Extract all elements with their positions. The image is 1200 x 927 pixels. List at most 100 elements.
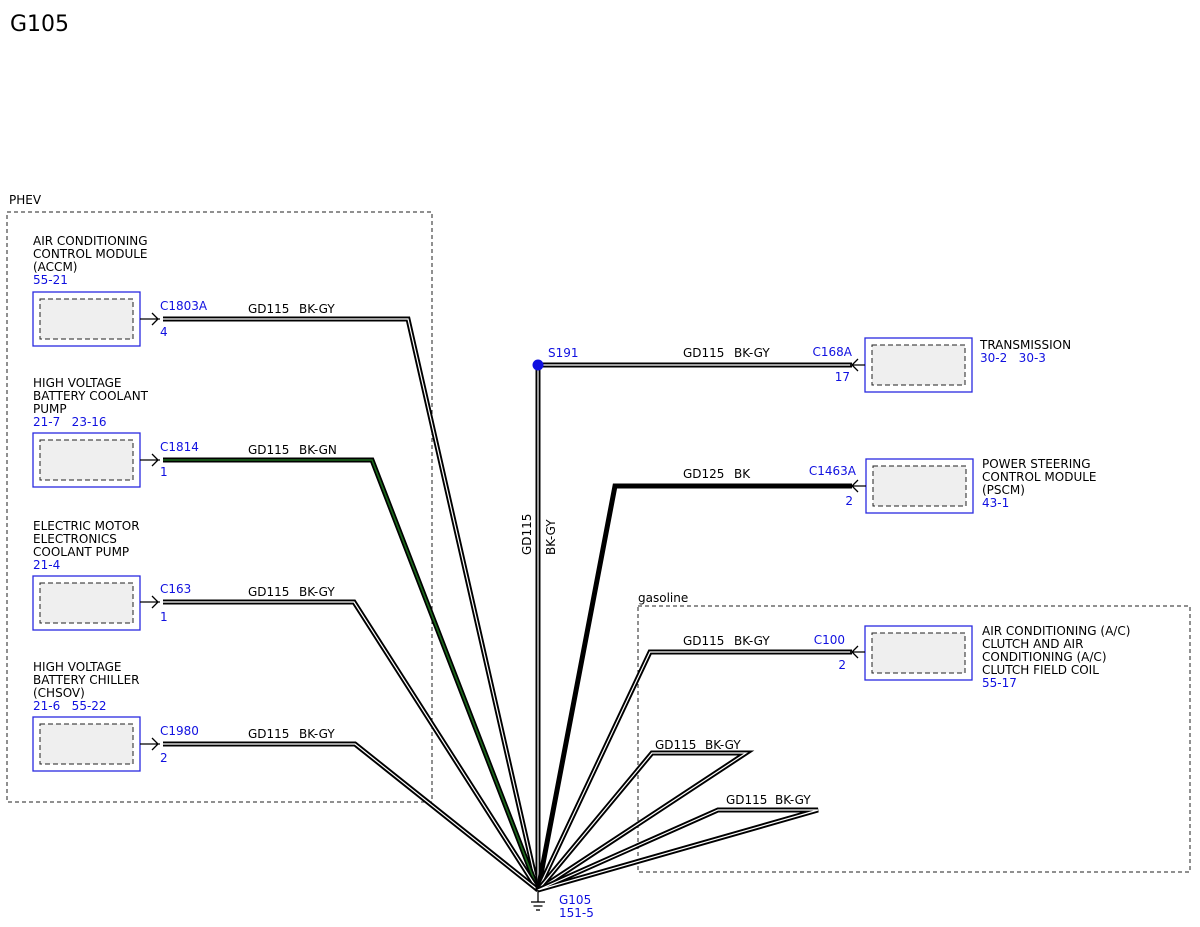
pin-number: 2 <box>838 658 846 672</box>
component-refs[interactable]: 21-6 55-22 <box>33 699 107 713</box>
component-name-line: COOLANT PUMP <box>33 545 129 559</box>
ground-icon <box>531 890 545 911</box>
left-component-2[interactable]: ELECTRIC MOTOR ELECTRONICS COOLANT PUMP … <box>32 519 335 631</box>
wire-circuit-label: GD115 <box>248 727 289 741</box>
component-refs[interactable]: 30-2 30-3 <box>980 351 1046 365</box>
component-refs[interactable]: 55-21 <box>33 273 68 287</box>
connector-pin-arrow <box>140 312 160 326</box>
zone-phev: PHEV <box>6 193 433 803</box>
wire-color-label: BK-GY <box>734 634 770 648</box>
wire-color-label: BK-GY <box>775 793 811 807</box>
connector-label[interactable]: C1980 <box>160 724 199 738</box>
right-component-0[interactable]: TRANSMISSION 30-2 30-3 C168A 17 GD115 BK… <box>683 337 1071 393</box>
wire-color-label: BK-GY <box>299 585 335 599</box>
wire-circuit-label: GD125 <box>683 467 724 481</box>
component-name-line: ELECTRONICS <box>33 532 117 546</box>
wire-circuit-label: GD115 <box>248 302 289 316</box>
pin-number: 1 <box>160 465 168 479</box>
zone-phev-border <box>6 211 433 803</box>
component-box-inner <box>872 465 967 507</box>
wire-ac-clutch <box>535 649 852 892</box>
splice-dot[interactable] <box>532 359 544 371</box>
ground-ref[interactable]: 151-5 <box>559 906 594 920</box>
component-refs[interactable]: 21-4 <box>33 558 60 572</box>
open-wire-0: GD115 BK-GY <box>655 738 741 752</box>
connector-label[interactable]: C100 <box>814 633 845 647</box>
splice-label[interactable]: S191 <box>548 346 579 360</box>
connector-label[interactable]: C1803A <box>160 299 208 313</box>
component-name-line: TRANSMISSION <box>979 338 1071 352</box>
connector-pin-arrow <box>140 453 160 467</box>
splice-vertical-color-label: BK-GY <box>544 519 558 555</box>
component-name-line: CONTROL MODULE <box>982 470 1097 484</box>
wire-circuit-label: GD115 <box>655 738 696 752</box>
connector-label[interactable]: C1814 <box>160 440 199 454</box>
ground-label[interactable]: G105 <box>559 893 591 907</box>
component-box-inner <box>871 344 966 386</box>
component-name-line: HIGH VOLTAGE <box>33 660 121 674</box>
wire-color-label: BK-GY <box>705 738 741 752</box>
wire-circuit-label: GD115 <box>248 443 289 457</box>
component-refs[interactable]: 43-1 <box>982 496 1009 510</box>
wire-color-label: BK <box>734 467 751 481</box>
wire-color-label: BK-GY <box>734 346 770 360</box>
connector-label[interactable]: C163 <box>160 582 191 596</box>
component-name-line: AIR CONDITIONING (A/C) <box>982 624 1130 638</box>
right-component-2[interactable]: AIR CONDITIONING (A/C) CLUTCH AND AIR CO… <box>683 624 1130 690</box>
wire-open-branch-2 <box>536 807 819 893</box>
component-box-inner <box>39 439 134 481</box>
wire-color-label: BK-GY <box>299 302 335 316</box>
zone-gasoline-border <box>637 605 1191 873</box>
left-component-3[interactable]: HIGH VOLTAGE BATTERY CHILLER (CHSOV) 21-… <box>32 660 335 772</box>
connector-pin-arrow <box>140 737 160 751</box>
wire-hv-battery-chiller <box>163 741 540 892</box>
wire-pscm <box>535 483 852 891</box>
diagram-title: G105 <box>10 12 69 37</box>
pin-number: 1 <box>160 610 168 624</box>
ground-g105[interactable]: G105 151-5 <box>531 890 594 920</box>
component-name-line: (PSCM) <box>982 483 1025 497</box>
wire-hv-battery-coolant-pump <box>163 457 541 891</box>
component-name-line: ELECTRIC MOTOR <box>33 519 140 533</box>
wire-circuit-label: GD115 <box>248 585 289 599</box>
component-name-line: CONDITIONING (A/C) <box>982 650 1107 664</box>
component-refs[interactable]: 21-7 23-16 <box>33 415 107 429</box>
splice-vertical-circuit-label: GD115 <box>520 514 534 555</box>
pin-number: 17 <box>835 370 850 384</box>
wires <box>163 316 852 893</box>
connector-label[interactable]: C1463A <box>809 464 857 478</box>
left-component-0[interactable]: AIR CONDITIONING CONTROL MODULE (ACCM) 5… <box>32 234 335 347</box>
connector-pin-arrow <box>850 479 866 493</box>
connector-label[interactable]: C168A <box>813 345 853 359</box>
wire-accm <box>163 316 541 891</box>
component-box-inner <box>871 632 966 674</box>
component-name-line: CONTROL MODULE <box>33 247 148 261</box>
component-name-line: CLUTCH AND AIR <box>982 637 1083 651</box>
component-name-line: BATTERY COOLANT <box>33 389 149 403</box>
component-name-line: (CHSOV) <box>33 686 85 700</box>
component-name-line: BATTERY CHILLER <box>33 673 140 687</box>
connector-pin-arrow <box>850 358 865 372</box>
component-name-line: PUMP <box>33 402 67 416</box>
wire-circuit-label: GD115 <box>683 634 724 648</box>
open-wire-1: GD115 BK-GY <box>726 793 811 807</box>
wire-color-label: BK-GY <box>299 727 335 741</box>
splice-s191[interactable]: S191 GD115 BK-GY <box>520 346 579 555</box>
component-box-inner <box>39 723 134 765</box>
component-name-line: (ACCM) <box>33 260 77 274</box>
wire-electric-motor-coolant-pump <box>163 599 541 892</box>
component-name-line: CLUTCH FIELD COIL <box>982 663 1099 677</box>
wire-open-branch-1 <box>536 750 755 893</box>
connector-pin-arrow <box>140 595 160 609</box>
wire-color-label: BK-GN <box>299 443 337 457</box>
pin-number: 2 <box>845 494 853 508</box>
pin-number: 2 <box>160 751 168 765</box>
component-box-inner <box>39 582 134 624</box>
wire-circuit-label: GD115 <box>726 793 767 807</box>
component-refs[interactable]: 55-17 <box>982 676 1017 690</box>
zone-gasoline: gasoline <box>637 591 1191 873</box>
wire-circuit-label: GD115 <box>683 346 724 360</box>
right-component-1[interactable]: POWER STEERING CONTROL MODULE (PSCM) 43-… <box>683 457 1097 514</box>
left-component-1[interactable]: HIGH VOLTAGE BATTERY COOLANT PUMP 21-7 2… <box>32 376 337 488</box>
